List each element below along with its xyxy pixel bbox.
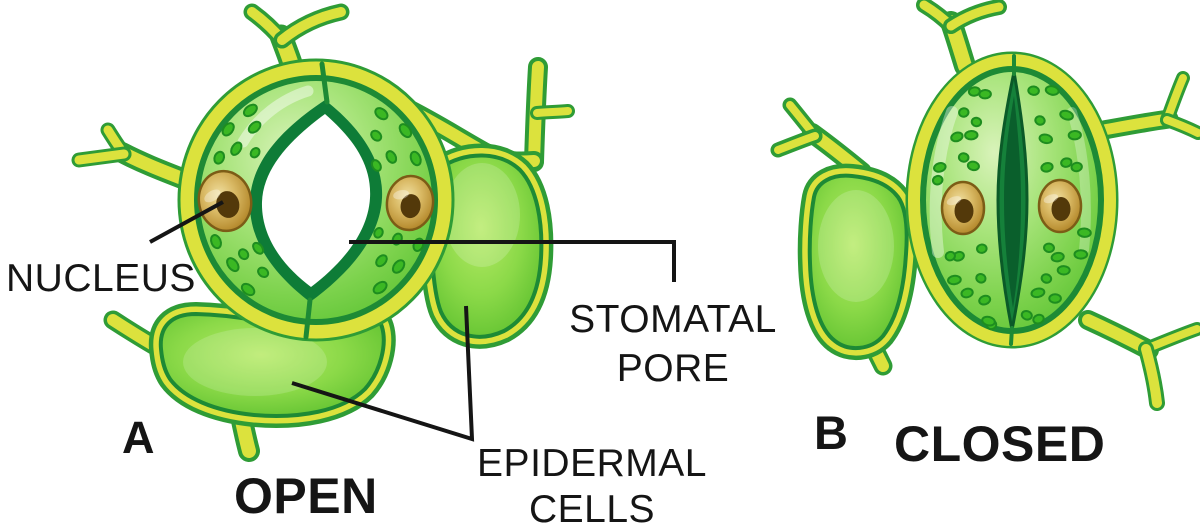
label-closed: CLOSED (894, 416, 1106, 472)
chloroplasts-b (931, 85, 1092, 331)
panel-a-art (79, 12, 568, 451)
epidermal-cells-leader-line (291, 305, 475, 442)
panel-b-letter: B (814, 406, 849, 459)
label-open: OPEN (234, 468, 378, 524)
panel-b-art (778, 5, 1198, 403)
chloroplasts-a (210, 103, 425, 297)
epidermal-cell-left-b (810, 176, 907, 348)
leader-lines (149, 200, 676, 442)
label-nucleus: NUCLEUS (6, 257, 196, 300)
nucleus-right (385, 174, 435, 232)
panel-a-letter: A (122, 412, 155, 463)
nucleus-leader-line (149, 200, 224, 244)
label-stomatal-pore: STOMATAL PORE (569, 298, 777, 390)
nucleus-left (197, 169, 253, 233)
nucleus-right-b (1037, 178, 1083, 234)
stomatal-pore-opening (261, 114, 371, 287)
nucleus-left-b (940, 180, 986, 236)
stomatal-pore-leader-line (349, 240, 676, 282)
epidermal-cell-bottom (161, 314, 384, 416)
guard-cells-closed (905, 51, 1119, 349)
label-epidermal-cells: EPIDERMAL CELLS (477, 442, 707, 529)
